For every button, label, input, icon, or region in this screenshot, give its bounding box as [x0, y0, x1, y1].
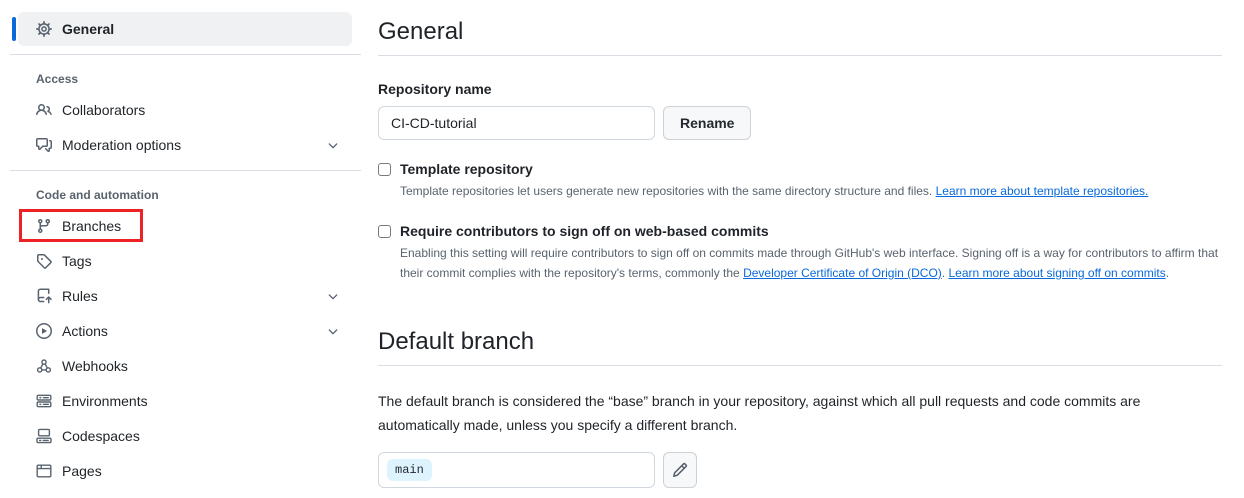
general-settings-content: General Repository name Rename Template …	[368, 0, 1244, 498]
default-branch-title: Default branch	[378, 328, 1222, 366]
web-commit-signoff-label: Require contributors to sign off on web-…	[400, 222, 769, 239]
default-branch-description: The default branch is considered the “ba…	[378, 392, 1141, 433]
sidebar-divider	[10, 54, 361, 55]
sidebar-item-tags[interactable]: Tags	[0, 243, 368, 278]
sidebar-item-pages[interactable]: Pages	[0, 453, 368, 488]
sidebar-item-moderation-options[interactable]: Moderation options	[0, 127, 368, 162]
sidebar-item-general[interactable]: General	[12, 12, 352, 46]
browser-icon	[36, 463, 52, 479]
web-commit-signoff-description: Enabling this setting will require contr…	[400, 243, 1220, 284]
template-repositories-link[interactable]: Learn more about template repositories.	[935, 184, 1149, 198]
gear-icon	[36, 21, 52, 37]
sidebar-item-actions[interactable]: Actions	[0, 313, 368, 348]
people-icon	[36, 102, 52, 118]
dco-link[interactable]: Developer Certificate of Origin (DCO)	[743, 266, 942, 280]
sidebar-item-rules[interactable]: Rules	[0, 278, 368, 313]
rename-button[interactable]: Rename	[663, 106, 752, 140]
sidebar-item-label: Codespaces	[62, 427, 140, 444]
template-repository-description: Template repositories let users generate…	[400, 181, 1220, 202]
sidebar-item-label: Actions	[62, 322, 108, 339]
codespaces-icon	[36, 428, 52, 444]
sidebar-divider	[10, 170, 361, 171]
page-title: General	[378, 18, 1222, 56]
chevron-down-icon	[326, 324, 340, 338]
chevron-down-icon	[326, 138, 340, 152]
server-icon	[36, 393, 52, 409]
sidebar-item-label: Branches	[62, 217, 122, 234]
pencil-icon	[672, 462, 688, 478]
sidebar-item-label: Pages	[62, 462, 102, 479]
sidebar-item-webhooks[interactable]: Webhooks	[0, 348, 368, 383]
repository-name-input[interactable]	[378, 106, 655, 140]
git-branch-icon	[36, 218, 52, 234]
web-commit-signoff-section: Require contributors to sign off on web-…	[378, 223, 1222, 284]
play-icon	[36, 322, 52, 339]
sidebar-item-branches[interactable]: Branches	[0, 208, 368, 243]
sidebar-item-label: Collaborators	[62, 101, 146, 118]
sidebar-item-label: Moderation options	[62, 136, 182, 153]
description-text: .	[941, 266, 949, 280]
sidebar-item-collaborators[interactable]: Collaborators	[0, 92, 368, 127]
template-repository-section: Template repository Template repositorie…	[378, 161, 1222, 202]
sidebar-item-codespaces[interactable]: Codespaces	[0, 418, 368, 453]
repository-name-label: Repository name	[378, 81, 492, 97]
repo-push-icon	[36, 287, 52, 304]
webhook-icon	[36, 358, 52, 374]
chevron-down-icon	[326, 289, 340, 303]
sidebar-item-label: General	[62, 21, 115, 37]
tag-icon	[36, 253, 52, 269]
edit-branch-button[interactable]	[663, 451, 697, 488]
sidebar-section-access: Access	[36, 72, 79, 86]
sidebar-section-code-and-automation: Code and automation	[36, 188, 159, 202]
settings-sidebar: General Access Collaborators Moderation …	[0, 0, 368, 498]
template-repository-label: Template repository	[400, 161, 533, 177]
sidebar-item-environments[interactable]: Environments	[0, 383, 368, 418]
sidebar-item-label: Tags	[62, 252, 92, 269]
sidebar-item-label: Webhooks	[62, 357, 128, 374]
sidebar-item-label: Rules	[62, 287, 98, 304]
signoff-commits-link[interactable]: Learn more about signing off on commits	[948, 266, 1166, 280]
description-text: Enabling this setting will require contr…	[400, 245, 1219, 281]
sidebar-item-label: Environments	[62, 392, 148, 409]
description-text: .	[1165, 266, 1170, 280]
repository-name-row: Rename	[378, 106, 1222, 140]
default-branch-field: main	[378, 451, 655, 488]
branch-name-badge: main	[387, 458, 432, 481]
selected-accent-bar	[12, 17, 16, 41]
description-text: Template repositories let users generate…	[400, 184, 936, 198]
default-branch-row: main	[378, 451, 1222, 488]
web-commit-signoff-checkbox[interactable]	[378, 224, 391, 238]
comment-discussion-icon	[36, 137, 52, 153]
template-repository-checkbox[interactable]	[378, 163, 391, 176]
